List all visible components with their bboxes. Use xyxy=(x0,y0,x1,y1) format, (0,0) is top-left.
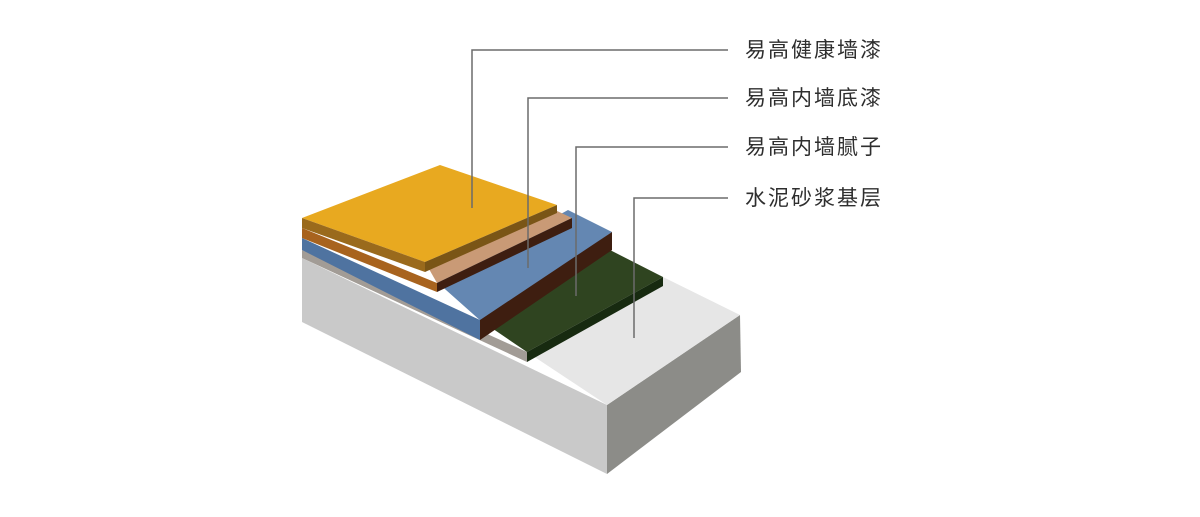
blue-layer-left xyxy=(302,238,480,340)
leader-line-4 xyxy=(633,197,728,338)
base-right-face xyxy=(607,315,741,474)
base-left-face xyxy=(302,258,607,474)
blue-layer-top xyxy=(437,210,612,322)
base-top-face xyxy=(527,277,740,405)
topcoat-front xyxy=(425,205,557,272)
topcoat-top xyxy=(302,165,557,262)
primer-left xyxy=(302,228,437,292)
label-topcoat: 易高健康墙漆 xyxy=(745,38,883,62)
primer-front xyxy=(437,218,572,292)
leader-line-2 xyxy=(527,97,728,268)
primer-top xyxy=(425,210,572,283)
green-layer-top xyxy=(480,250,663,352)
blue-layer-front xyxy=(480,232,612,340)
leader-line-1 xyxy=(471,49,728,208)
leader-line-3 xyxy=(575,146,728,296)
label-putty: 易高内墙腻子 xyxy=(745,135,883,159)
topcoat-left xyxy=(302,218,425,272)
green-layer-front xyxy=(527,277,663,362)
label-primer: 易高内墙底漆 xyxy=(745,86,883,110)
label-base: 水泥砂浆基层 xyxy=(745,186,883,210)
leader-lines xyxy=(471,49,728,338)
